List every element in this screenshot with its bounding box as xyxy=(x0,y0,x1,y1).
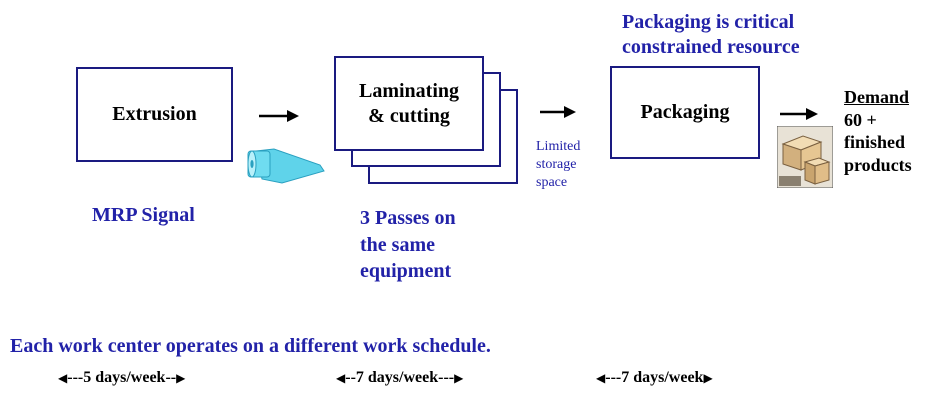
storage-note-line1: Limited xyxy=(536,139,581,154)
arrow-left-icon: ◀ xyxy=(336,370,346,385)
passes-note-line2: the same xyxy=(360,233,435,256)
demand-line1: 60 + xyxy=(844,109,877,130)
storage-note-line2: storage xyxy=(536,157,577,173)
demand-line3: products xyxy=(844,154,912,175)
laminating-label-line1: Laminating xyxy=(358,79,460,102)
demand-block: Demand 60 + finished products xyxy=(844,86,912,176)
flow-arrow-3 xyxy=(780,108,818,120)
schedule-item-laminating: ◀--7 days/week---▶ xyxy=(336,369,464,386)
arrow-left-icon: ◀ xyxy=(58,370,68,385)
packaging-box: Packaging xyxy=(610,66,760,159)
arrow-left-icon: ◀ xyxy=(596,370,606,385)
passes-note-line1: 3 Passes on xyxy=(360,207,456,229)
extrusion-label: Extrusion xyxy=(112,103,197,125)
laminating-label-line2: & cutting xyxy=(368,104,450,127)
schedule-label: 5 days/week xyxy=(83,369,166,386)
packaging-label: Packaging xyxy=(640,101,730,123)
schedule-label: 7 days/week xyxy=(355,369,439,386)
mrp-signal-label: MRP Signal xyxy=(92,204,195,226)
schedule-item-extrusion: ◀---5 days/week--▶ xyxy=(58,369,186,386)
arrow-right-icon: ▶ xyxy=(703,370,713,385)
schedule-heading: Each work center operates on a different… xyxy=(10,335,491,357)
boxes-icon xyxy=(777,126,833,188)
schedule-label: 7 days/week xyxy=(621,369,704,386)
demand-title: Demand xyxy=(844,87,910,107)
arrow-right-icon: ▶ xyxy=(176,370,186,385)
storage-note: Limited storage space xyxy=(536,138,606,193)
schedule-item-packaging: ◀---7 days/week▶ xyxy=(596,369,713,386)
constraint-note: Packaging is critical constrained resour… xyxy=(622,10,800,60)
storage-note-line3: space xyxy=(536,175,568,191)
flow-arrow-2 xyxy=(540,106,576,118)
arrow-right-icon: ▶ xyxy=(454,370,464,385)
constraint-note-line2: constrained resource xyxy=(622,36,800,58)
laminating-box: Laminating & cutting xyxy=(334,56,484,151)
demand-line2: finished xyxy=(844,132,906,152)
film-roll-icon xyxy=(247,148,325,184)
passes-note-line3: equipment xyxy=(360,260,452,283)
constraint-note-line1: Packaging is critical xyxy=(622,11,795,33)
passes-note: 3 Passes on the same equipment xyxy=(360,205,456,285)
flow-arrow-1 xyxy=(259,110,299,122)
extrusion-box: Extrusion xyxy=(76,67,233,162)
